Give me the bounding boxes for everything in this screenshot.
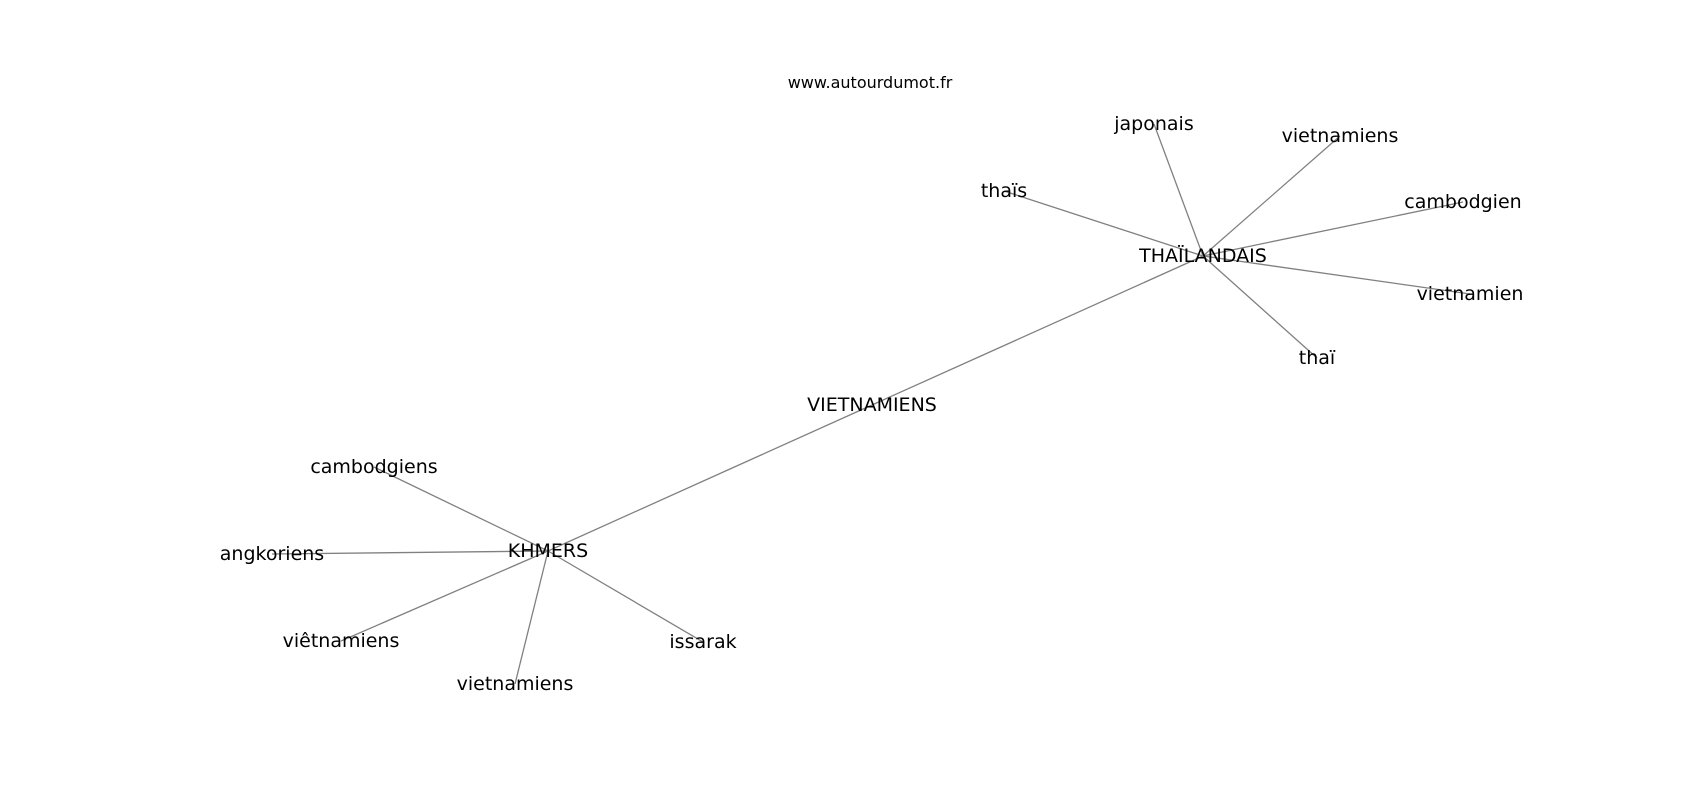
edge-thailandais-cambodgien — [1202, 201, 1464, 257]
edge-vietnamiens_center-thailandais — [871, 255, 1204, 406]
edge-thailandais-thais — [1003, 190, 1204, 257]
node-label-angkoriens: angkoriens — [220, 543, 324, 565]
node-label-cambodgien: cambodgien — [1404, 191, 1521, 213]
node-label-vietnamiens_accent: viêtnamiens — [283, 630, 400, 652]
node-label-japonais: japonais — [1113, 113, 1193, 135]
edge-khmers-vietnamiens_accent — [340, 550, 549, 642]
node-label-thailandais: THAÏLANDAIS — [1138, 244, 1267, 267]
edge-thailandais-vietnamien — [1202, 255, 1471, 295]
site-credit: www.autourdumot.fr — [788, 73, 953, 92]
edge-khmers-angkoriens — [271, 550, 549, 555]
edge-khmers-issarak — [547, 550, 704, 643]
node-label-vietnamiens_center: VIETNAMIENS — [807, 394, 937, 416]
edge-layer — [271, 123, 1471, 685]
edge-thailandais-thai — [1202, 255, 1318, 359]
node-label-thai: thaï — [1299, 347, 1336, 369]
edge-khmers-vietnamiens_k — [514, 550, 549, 685]
node-label-vietnamiens_t: vietnamiens — [1282, 125, 1399, 147]
node-label-thais: thaïs — [981, 180, 1027, 202]
node-label-khmers: KHMERS — [508, 540, 588, 562]
node-label-vietnamien: vietnamien — [1417, 283, 1524, 305]
edge-thailandais-vietnamiens_t — [1202, 135, 1341, 257]
edge-thailandais-japonais — [1153, 123, 1204, 257]
node-label-vietnamiens_k: vietnamiens — [457, 673, 574, 695]
node-label-issarak: issarak — [669, 631, 736, 653]
node-label-cambodgiens: cambodgiens — [310, 456, 437, 478]
node-layer: VIETNAMIENS THAÏLANDAIS KHMERS japonais viet… — [220, 113, 1524, 695]
edge-vietnamiens_center-khmers — [547, 404, 873, 552]
edge-khmers-cambodgiens — [373, 466, 549, 552]
